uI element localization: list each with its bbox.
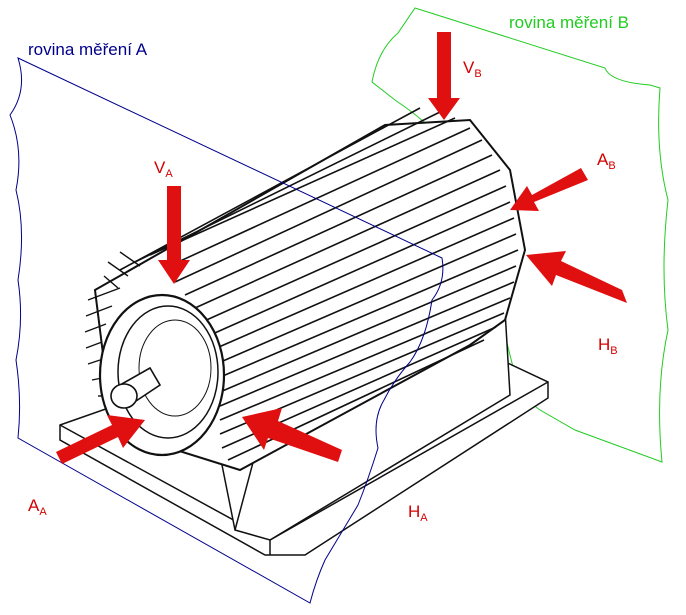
label-vb-sub: B (474, 68, 482, 80)
label-ha-sub: A (420, 512, 428, 524)
arrow-ab (510, 168, 588, 211)
label-ha-main: H (408, 502, 421, 521)
label-va: VA (154, 158, 173, 180)
arrow-hb (526, 251, 627, 303)
label-hb-sub: B (610, 345, 618, 357)
arrow-vb (428, 32, 460, 120)
label-aa: AA (28, 496, 47, 518)
label-va-main: V (154, 158, 166, 177)
motor-shaft (110, 366, 162, 409)
arrow-aa (56, 415, 145, 464)
label-ab-main: A (597, 150, 609, 169)
plane-b-title: rovina měření B (509, 13, 629, 32)
arrow-va (158, 186, 190, 284)
measurement-plane-a (9, 57, 444, 604)
motor-end-shield (98, 293, 226, 457)
plane-a-title: rovina měření A (28, 40, 148, 59)
label-ab: AB (597, 150, 616, 172)
measurement-plane-b (371, 7, 669, 463)
label-aa-main: A (28, 496, 40, 515)
label-aa-sub: A (39, 506, 47, 518)
label-va-sub: A (165, 168, 173, 180)
label-ab-sub: B (608, 160, 616, 172)
label-hb-main: H (598, 335, 611, 354)
label-vb: VB (463, 58, 482, 80)
label-vb-main: V (463, 58, 475, 77)
label-hb: HB (598, 335, 618, 357)
label-ha: HA (408, 502, 428, 524)
arrow-ha (242, 408, 342, 462)
